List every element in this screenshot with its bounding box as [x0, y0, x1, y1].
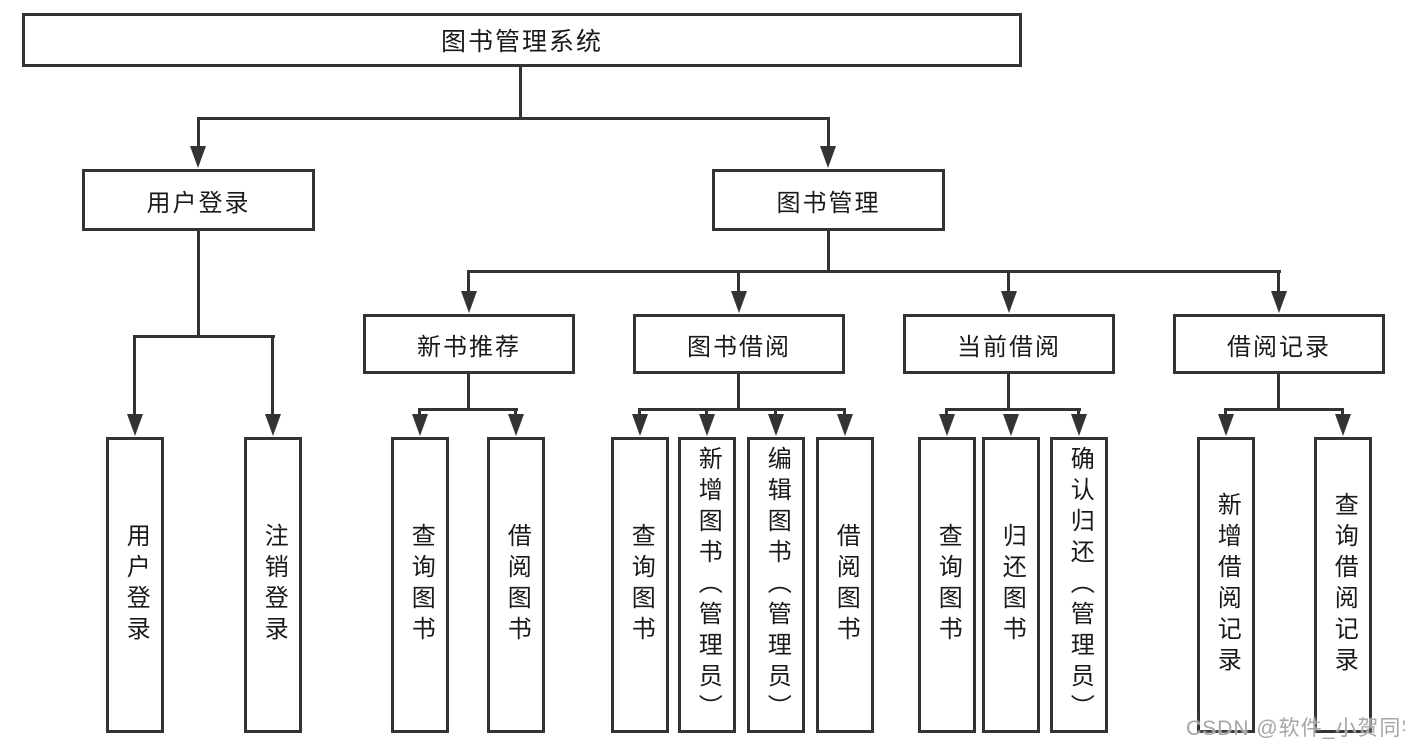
leaf-query-books-borrowing: 查询图书	[611, 437, 669, 733]
node-label: 查询图书	[934, 523, 962, 647]
connector-line	[467, 270, 1281, 273]
arrow-down-icon	[508, 414, 524, 436]
connector-line	[1077, 409, 1080, 417]
node-label: 借阅图书	[503, 523, 531, 647]
leaf-user-login: 用户登录	[106, 437, 164, 733]
connector-line	[418, 408, 518, 411]
node-label: 当前借阅	[957, 333, 1061, 361]
node-user-login: 用户登录	[82, 169, 315, 231]
connector-line	[737, 271, 740, 296]
node-label: 查询借阅记录	[1330, 492, 1358, 678]
connector-line	[705, 409, 708, 417]
node-label: 用户登录	[122, 523, 150, 647]
leaf-add-books-admin: 新增图书（管理员）	[678, 437, 736, 733]
connector-line	[1007, 271, 1010, 296]
connector-line	[774, 409, 777, 417]
connector-line	[197, 118, 200, 150]
connector-line	[519, 65, 522, 120]
node-label: 用户登录	[146, 189, 251, 217]
arrow-down-icon	[1071, 414, 1087, 436]
connector-line	[514, 409, 517, 417]
node-label: 查询图书	[407, 523, 435, 647]
node-label: 新增图书（管理员）	[694, 445, 722, 725]
arrow-down-icon	[461, 291, 477, 313]
connector-line	[1277, 271, 1280, 296]
arrow-down-icon	[731, 291, 747, 313]
node-book-management: 图书管理	[712, 169, 945, 231]
node-label: 图书管理	[776, 189, 881, 217]
connector-line	[1224, 409, 1227, 417]
connector-line	[197, 117, 830, 120]
arrow-down-icon	[1001, 291, 1017, 313]
connector-line	[467, 372, 470, 411]
arrow-down-icon	[1271, 291, 1287, 313]
arrow-down-icon	[837, 414, 853, 436]
connector-line	[133, 336, 136, 417]
node-current-borrowing: 当前借阅	[903, 314, 1115, 374]
csdn-watermark: CSDN @软件_小贺同学	[1186, 717, 1405, 740]
leaf-borrow-books: 借阅图书	[816, 437, 874, 733]
node-label: 借阅记录	[1227, 333, 1331, 361]
arrow-down-icon	[939, 414, 955, 436]
leaf-borrow-books-recommend: 借阅图书	[487, 437, 545, 733]
arrow-down-icon	[190, 146, 206, 168]
connector-line	[638, 408, 846, 411]
connector-line	[197, 228, 200, 338]
leaf-query-books-current: 查询图书	[918, 437, 976, 733]
connector-line	[737, 372, 740, 411]
arrow-down-icon	[820, 146, 836, 168]
connector-line	[271, 336, 274, 417]
arrow-down-icon	[1335, 414, 1351, 436]
node-label: 新书推荐	[417, 333, 521, 361]
connector-line	[843, 409, 846, 417]
leaf-return-books: 归还图书	[982, 437, 1040, 733]
connector-line	[418, 409, 421, 417]
connector-line	[827, 228, 830, 273]
arrow-down-icon	[1003, 414, 1019, 436]
leaf-query-borrow-record: 查询借阅记录	[1314, 437, 1372, 733]
arrow-down-icon	[632, 414, 648, 436]
node-label: 编辑图书（管理员）	[763, 445, 791, 725]
node-label: 图书借阅	[687, 333, 791, 361]
connector-line	[827, 118, 830, 150]
leaf-add-borrow-record: 新增借阅记录	[1197, 437, 1255, 733]
arrow-down-icon	[412, 414, 428, 436]
arrow-down-icon	[699, 414, 715, 436]
node-label: 查询图书	[627, 523, 655, 647]
node-label: 归还图书	[998, 523, 1026, 647]
node-label: 确认归还（管理员）	[1066, 445, 1094, 725]
node-label: 借阅图书	[832, 523, 860, 647]
connector-line	[1224, 408, 1344, 411]
connector-line	[638, 409, 641, 417]
node-new-book-recommendation: 新书推荐	[363, 314, 575, 374]
connector-line	[1277, 372, 1280, 411]
connector-line	[467, 271, 470, 296]
connector-line	[945, 409, 948, 417]
node-label: 新增借阅记录	[1213, 492, 1241, 678]
arrow-down-icon	[127, 414, 143, 436]
arrow-down-icon	[768, 414, 784, 436]
connector-line	[133, 335, 275, 338]
leaf-query-books-recommend: 查询图书	[391, 437, 449, 733]
leaf-logout: 注销登录	[244, 437, 302, 733]
node-book-borrowing: 图书借阅	[633, 314, 845, 374]
connector-line	[1007, 372, 1010, 411]
leaf-confirm-return-admin: 确认归还（管理员）	[1050, 437, 1108, 733]
arrow-down-icon	[265, 414, 281, 436]
connector-line	[1341, 409, 1344, 417]
arrow-down-icon	[1218, 414, 1234, 436]
leaf-edit-books-admin: 编辑图书（管理员）	[747, 437, 805, 733]
node-label: 图书管理系统	[440, 28, 603, 56]
node-label: 注销登录	[260, 523, 288, 647]
node-system-root: 图书管理系统	[22, 13, 1022, 67]
node-borrowing-records: 借阅记录	[1173, 314, 1385, 374]
connector-line	[945, 408, 1081, 411]
